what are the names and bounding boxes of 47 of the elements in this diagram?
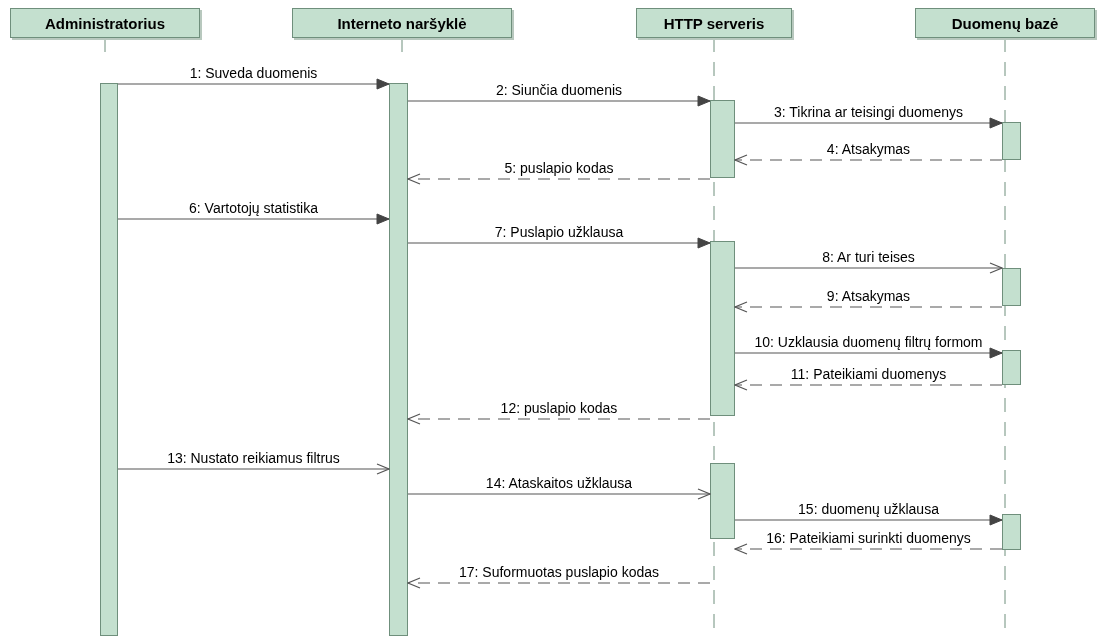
message-label: 3: Tikrina ar teisingi duomenys bbox=[771, 104, 966, 120]
message-label: 7: Puslapio užklausa bbox=[492, 224, 626, 240]
message-label: 16: Pateikiami surinkti duomenys bbox=[764, 530, 973, 546]
message-label: 6: Vartotojų statistika bbox=[187, 200, 320, 216]
activation-bar bbox=[389, 83, 408, 636]
message-label: 5: puslapio kodas bbox=[502, 160, 616, 176]
message-label: 10: Uzklausia duomenų filtrų formom bbox=[752, 334, 985, 350]
message-arrow bbox=[734, 543, 1003, 555]
message-arrow bbox=[117, 463, 390, 475]
activation-bar bbox=[1002, 350, 1021, 385]
message-arrow bbox=[734, 154, 1003, 166]
message-label: 14: Ataskaitos užklausa bbox=[483, 475, 635, 491]
message-arrow bbox=[407, 237, 711, 249]
activation-bar bbox=[710, 241, 735, 416]
message-arrow bbox=[734, 262, 1003, 274]
message-label: 17: Suformuotas puslapio kodas bbox=[457, 564, 661, 580]
message-arrow bbox=[407, 413, 711, 425]
activation-bar bbox=[710, 100, 735, 178]
activation-bar bbox=[1002, 122, 1021, 160]
message-label: 9: Atsakymas bbox=[824, 288, 913, 304]
message-arrow bbox=[734, 379, 1003, 391]
message-label: 11: Pateikiami duomenys bbox=[788, 366, 949, 382]
message-arrow bbox=[734, 514, 1003, 526]
message-label: 15: duomenų užklausa bbox=[796, 501, 941, 517]
participant-box: Duomenų bazė bbox=[915, 8, 1095, 38]
participant-box: Administratorius bbox=[10, 8, 200, 38]
message-arrow bbox=[407, 173, 711, 185]
activation-bar bbox=[100, 83, 118, 636]
activation-bar bbox=[710, 463, 735, 539]
message-arrow bbox=[734, 347, 1003, 359]
participant-box: HTTP serveris bbox=[636, 8, 792, 38]
message-label: 2: Siunčia duomenis bbox=[493, 82, 625, 98]
message-label: 8: Ar turi teises bbox=[820, 249, 917, 265]
message-arrow bbox=[407, 577, 711, 589]
message-arrow bbox=[407, 488, 711, 500]
message-label: 12: puslapio kodas bbox=[498, 400, 620, 416]
message-arrow bbox=[407, 95, 711, 107]
activation-bar bbox=[1002, 268, 1021, 306]
message-arrow bbox=[734, 301, 1003, 313]
participant-box: Interneto naršyklė bbox=[292, 8, 512, 38]
message-arrow bbox=[117, 213, 390, 225]
message-arrow bbox=[734, 117, 1003, 129]
activation-bar bbox=[1002, 514, 1021, 550]
message-label: 1: Suveda duomenis bbox=[187, 65, 320, 81]
message-label: 13: Nustato reikiamus filtrus bbox=[165, 450, 342, 466]
message-arrow bbox=[117, 78, 390, 90]
message-label: 4: Atsakymas bbox=[824, 141, 913, 157]
